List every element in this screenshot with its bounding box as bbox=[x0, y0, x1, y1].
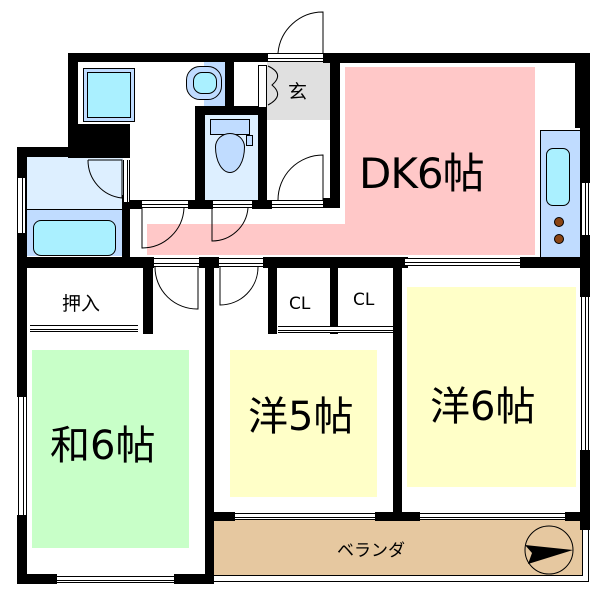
washitsu-label: 和6帖 bbox=[50, 423, 156, 469]
wall-wet-bottom bbox=[130, 200, 142, 209]
compass-icon bbox=[524, 525, 574, 575]
wall-toilet-left bbox=[195, 106, 205, 208]
washbasin-bowl bbox=[193, 72, 217, 94]
veranda-label: ベランダ bbox=[337, 541, 405, 561]
wall-bath-right bbox=[122, 195, 130, 265]
window-door-genkan-inner bbox=[272, 200, 323, 208]
wall-veranda-top-3 bbox=[565, 512, 590, 521]
window-washitsu-bottom bbox=[57, 576, 174, 583]
wall-veranda-top-2 bbox=[375, 512, 420, 521]
wall-bath-top bbox=[17, 147, 130, 157]
window-kitchen-right bbox=[581, 183, 589, 235]
window-washitsu-left bbox=[18, 397, 27, 515]
wall-toilet-mid bbox=[225, 62, 234, 107]
veranda-floor bbox=[213, 520, 583, 576]
wall-wet-bottom-3 bbox=[252, 200, 272, 209]
wall-cl-mid bbox=[330, 262, 338, 334]
bathtub bbox=[27, 209, 123, 210]
window-door-wet-2 bbox=[213, 200, 252, 208]
wall-wet-bottom-2 bbox=[188, 200, 213, 209]
wall-top-right bbox=[323, 53, 590, 63]
wall-left-lower-1 bbox=[17, 257, 27, 397]
dk-label: DK6帖 bbox=[359, 149, 485, 198]
window-oshiire bbox=[30, 325, 138, 332]
window-cl bbox=[278, 326, 393, 333]
window-yoshitsu6-bottom bbox=[420, 513, 565, 520]
window-door-yoshitsu5 bbox=[219, 258, 263, 267]
dk-floor-strip bbox=[147, 224, 347, 255]
wall-genkan-dk-bottom bbox=[323, 198, 340, 208]
veranda-outline bbox=[213, 520, 589, 582]
wall-top-left bbox=[68, 53, 268, 62]
toilet-lever bbox=[246, 135, 253, 146]
wall-right-upper2 bbox=[580, 128, 590, 183]
window-yoshitsu6-right bbox=[581, 297, 589, 450]
window-bath-left bbox=[17, 178, 26, 233]
wall-right-lower bbox=[580, 450, 590, 530]
bathtub-basin bbox=[33, 220, 116, 256]
window-dk-bottom bbox=[405, 258, 520, 266]
washing-machine-pan-inner bbox=[87, 72, 131, 118]
toilet-bowl bbox=[215, 133, 245, 173]
genkan-floor bbox=[267, 62, 331, 120]
kitchen-sink bbox=[546, 148, 570, 206]
stove-burner-2 bbox=[554, 234, 564, 244]
wall-oshiire-right bbox=[143, 262, 153, 334]
wall-veranda-top-1 bbox=[205, 512, 235, 521]
wall-bottom-2 bbox=[174, 574, 214, 584]
window-door-wet-1 bbox=[142, 200, 188, 208]
closet2-label: CL bbox=[353, 290, 375, 310]
wall-toilet-top bbox=[195, 106, 267, 115]
wall-mid-horizontal-1 bbox=[17, 257, 154, 268]
wall-cl-left bbox=[268, 262, 277, 334]
wall-toilet-right bbox=[258, 106, 267, 208]
genkan-label: 玄 bbox=[288, 81, 308, 103]
yoshitsu6-label: 洋6帖 bbox=[430, 384, 536, 430]
oshiire-label: 押入 bbox=[62, 293, 101, 315]
wall-cl-right bbox=[393, 262, 402, 517]
wall-center-vertical bbox=[205, 262, 214, 584]
wall-left-upper bbox=[68, 53, 78, 158]
wall-bottom-1 bbox=[17, 574, 57, 584]
genkan-shoebox bbox=[258, 65, 267, 108]
wall-left-lower-2 bbox=[17, 515, 27, 580]
wall-mid-horizontal-4 bbox=[520, 257, 590, 268]
window-yoshitsu5-bottom bbox=[235, 513, 375, 520]
yoshitsu5-label: 洋5帖 bbox=[248, 394, 354, 440]
closet1-label: CL bbox=[289, 294, 311, 314]
window-door-entrance bbox=[268, 53, 323, 62]
wall-genkan-dk bbox=[330, 53, 340, 208]
yoshitsu5-floor bbox=[230, 350, 377, 497]
stove-burner-1 bbox=[554, 217, 564, 227]
dk-floor bbox=[345, 67, 535, 255]
window-door-washitsu bbox=[154, 258, 199, 267]
washroom-floor bbox=[27, 157, 123, 209]
yoshitsu6-floor bbox=[407, 287, 576, 487]
washitsu-floor bbox=[32, 350, 189, 548]
wall-right-upper bbox=[575, 53, 590, 128]
window-washroom-door bbox=[123, 160, 130, 202]
